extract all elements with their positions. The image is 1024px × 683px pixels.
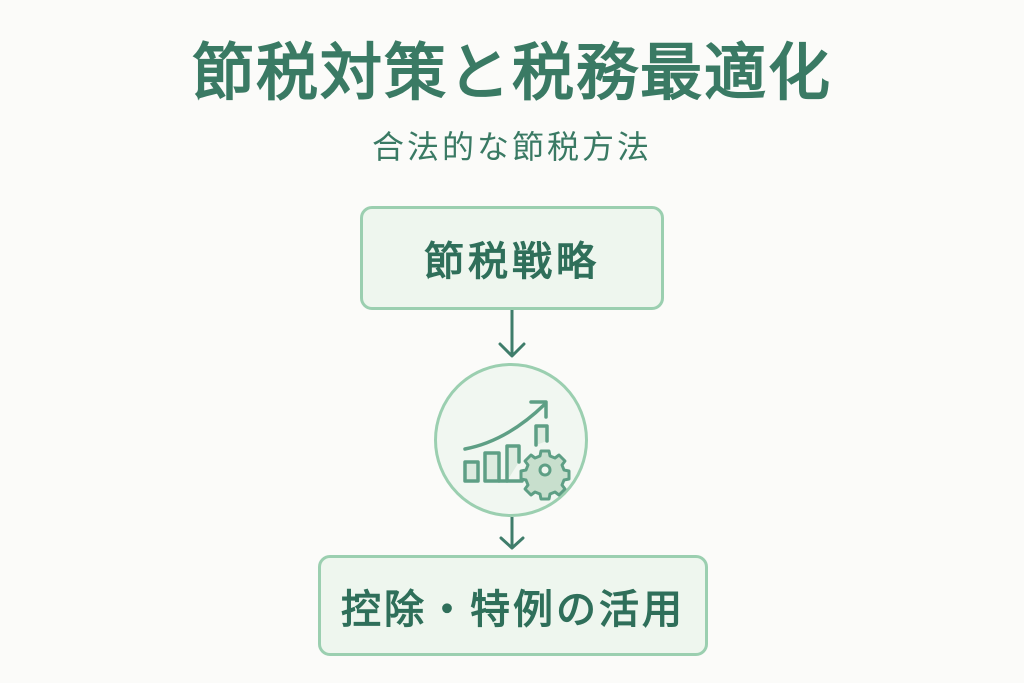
step-label: 節税戦略: [424, 239, 600, 285]
page-subtitle: 合法的な節税方法: [371, 128, 652, 166]
page-title: 節税対策と税務最適化: [191, 36, 832, 109]
step-box-tax-strategy: 節税戦略: [360, 206, 664, 310]
arrow-down-icon: [498, 310, 526, 358]
growth-chart-gear-icon: [463, 400, 571, 501]
step-box-deductions: 控除・特例の活用: [318, 555, 708, 656]
process-circle: [434, 363, 588, 517]
arrow-down-icon: [499, 517, 525, 550]
step-label: 控除・特例の活用: [341, 586, 685, 633]
